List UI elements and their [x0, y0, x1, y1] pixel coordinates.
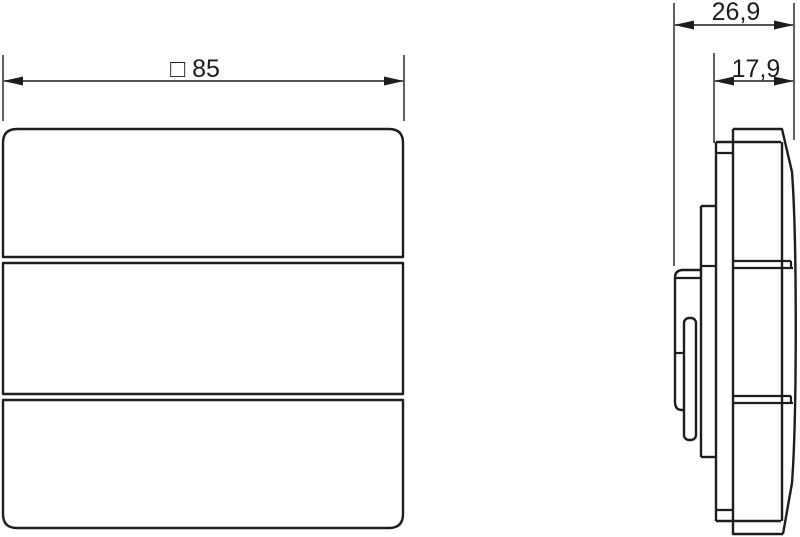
front-width-dimension: □ 85 [2, 55, 405, 121]
arrowhead-left-icon [714, 76, 734, 86]
front-depth-label: 17,9 [732, 55, 781, 83]
front-depth-dimension: 17,9 [713, 53, 794, 143]
frame-profile [714, 142, 733, 521]
side-view: 26,9 17,9 [673, 0, 797, 536]
rocker-separator-lower [733, 394, 793, 405]
flush-insert-profile [673, 268, 701, 442]
arrowhead-right-icon [384, 76, 404, 86]
rocker-middle [1, 261, 405, 396]
arrowhead-left-icon [674, 20, 694, 30]
front-view: □ 85 [1, 55, 405, 530]
rocker-bottom [1, 398, 405, 530]
button-rear-and-bottom-edge [731, 129, 783, 536]
arrowhead-right-icon [774, 76, 794, 86]
pushbutton-profile [716, 127, 797, 536]
button-front-bulge-outline [733, 127, 797, 535]
rocker-top [1, 127, 405, 259]
mounting-clamp [682, 316, 698, 442]
overall-depth-label: 26,9 [712, 0, 761, 26]
arrowhead-left-icon [3, 76, 23, 86]
insert-box-outline [673, 268, 701, 412]
overall-depth-dimension: 26,9 [673, 0, 795, 266]
arrowhead-right-icon [774, 20, 794, 30]
carrier-profile [699, 204, 716, 459]
front-width-label: □ 85 [170, 55, 220, 83]
rocker-separator-upper [733, 259, 793, 270]
